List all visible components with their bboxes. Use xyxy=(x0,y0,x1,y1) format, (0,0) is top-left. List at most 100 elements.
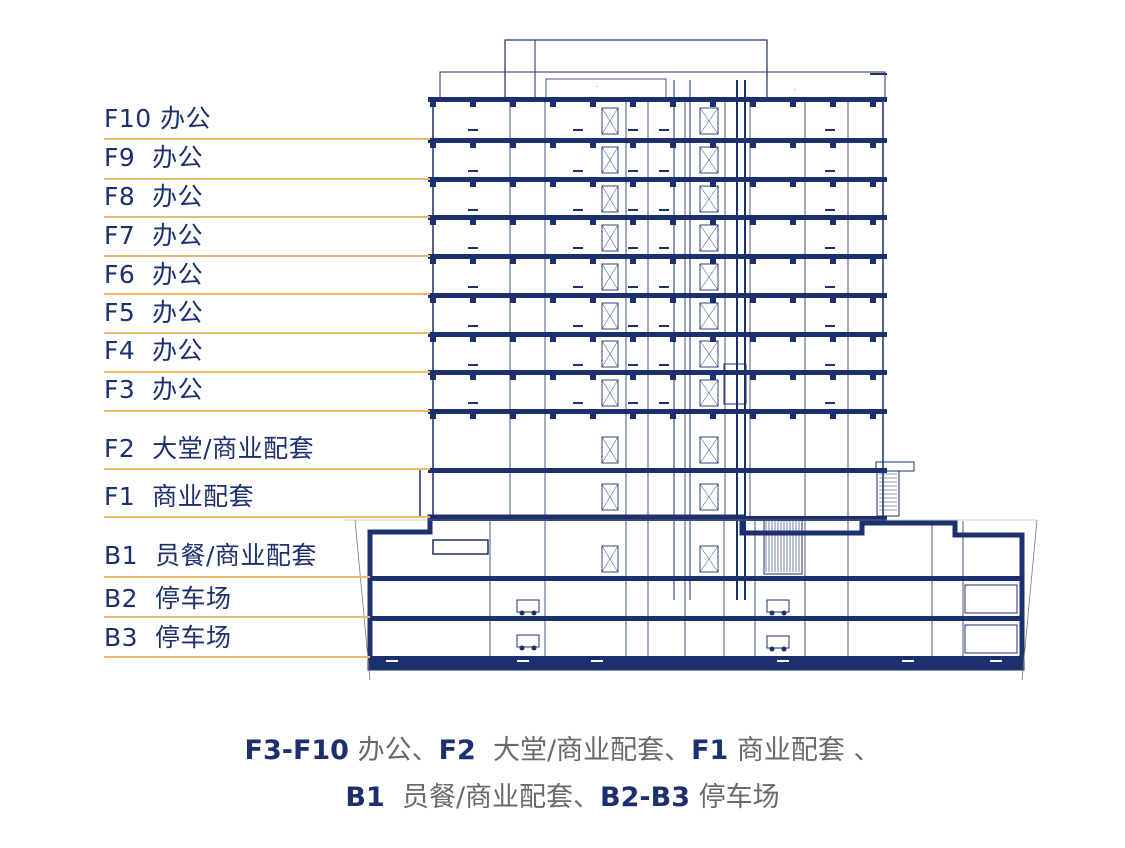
door-a-10 xyxy=(601,545,619,573)
b2-room xyxy=(964,584,1018,614)
line-17 xyxy=(601,263,619,291)
leader-line-f10 xyxy=(104,138,430,140)
beam xyxy=(830,298,836,303)
leader-line-f8 xyxy=(104,216,430,218)
wheel xyxy=(781,610,787,616)
room-tag-b xyxy=(573,170,583,172)
beam xyxy=(670,220,676,225)
floor-label-b2: B2 停车场 xyxy=(104,584,232,613)
leader-line-b1 xyxy=(104,576,370,578)
beam xyxy=(550,143,556,148)
beam xyxy=(590,259,596,264)
beam xyxy=(470,143,476,148)
beam xyxy=(510,414,516,419)
slab-3 xyxy=(428,215,887,220)
line-31 xyxy=(699,379,719,407)
leader-line-f4 xyxy=(104,371,430,373)
beam xyxy=(630,143,636,148)
beam xyxy=(510,259,516,264)
car-3 xyxy=(766,635,790,649)
beam xyxy=(750,102,756,107)
beam xyxy=(550,337,556,342)
line-11 xyxy=(699,185,719,213)
beam xyxy=(630,414,636,419)
beam xyxy=(630,298,636,303)
room-tag-d xyxy=(659,209,669,211)
beam xyxy=(750,143,756,148)
line-41 xyxy=(601,545,619,573)
floor-label-b3: B3 停车场 xyxy=(104,623,232,652)
beam xyxy=(790,298,796,303)
beam xyxy=(550,220,556,225)
door-b-7 xyxy=(699,379,719,407)
slab-6 xyxy=(428,332,887,337)
caption-line-1: F3-F10 办公、F2 大堂/商业配套、F1 商业配套 、 xyxy=(0,737,1125,764)
slab-b1 xyxy=(370,576,1022,581)
car-1 xyxy=(516,634,540,648)
floor-label-f4: F4 办公 xyxy=(104,336,204,365)
line-33 xyxy=(601,436,619,464)
line-13 xyxy=(601,224,619,252)
beam xyxy=(870,337,876,342)
door-a-0 xyxy=(601,107,619,135)
beam xyxy=(630,259,636,264)
caption1-part-2: F2 xyxy=(438,735,476,766)
slab-4 xyxy=(428,254,887,259)
line-23 xyxy=(699,302,719,330)
door-b-9 xyxy=(699,483,719,511)
room-tag-c xyxy=(628,402,638,404)
beam xyxy=(750,414,756,419)
room-tag-b xyxy=(573,364,583,366)
beam xyxy=(710,143,716,148)
beam xyxy=(710,414,716,419)
pit-tag-f xyxy=(990,660,1002,662)
floor-label-b1: B1 员餐/商业配套 xyxy=(104,541,317,570)
door-a-8 xyxy=(601,436,619,464)
beam xyxy=(870,102,876,107)
beam xyxy=(870,182,876,187)
wheel xyxy=(531,610,537,616)
line-3 xyxy=(699,107,719,135)
room-tag-c xyxy=(628,170,638,172)
beam xyxy=(670,375,676,380)
line-21 xyxy=(601,302,619,330)
room-tag-c xyxy=(628,364,638,366)
beam xyxy=(710,298,716,303)
room-tag-a xyxy=(468,209,478,211)
slab-5 xyxy=(428,293,887,298)
beam xyxy=(870,220,876,225)
beam xyxy=(790,375,796,380)
beam xyxy=(710,220,716,225)
line-29 xyxy=(601,379,619,407)
floor-label-f2: F2 大堂/商业配套 xyxy=(104,434,315,463)
beam xyxy=(630,220,636,225)
beam xyxy=(630,375,636,380)
room-tag-c xyxy=(628,129,638,131)
leader-line-f7 xyxy=(104,255,430,257)
beam xyxy=(830,375,836,380)
room-tag-a xyxy=(468,364,478,366)
floor-label-f10: F10 办公 xyxy=(104,104,212,133)
beam xyxy=(750,220,756,225)
door-a-9 xyxy=(601,483,619,511)
beam xyxy=(790,259,796,264)
beam xyxy=(710,182,716,187)
beam xyxy=(470,298,476,303)
door-b-6 xyxy=(699,340,719,368)
line-9 xyxy=(601,185,619,213)
pit-tag-b xyxy=(517,660,529,662)
room-tag-d xyxy=(659,170,669,172)
room-tag-e xyxy=(825,170,835,172)
floor-label-f7: F7 办公 xyxy=(104,221,204,250)
car-0 xyxy=(516,599,540,613)
caption1-part-5: 商业配套 、 xyxy=(728,735,881,766)
room-tag-d xyxy=(659,364,669,366)
retaining-left xyxy=(354,519,371,681)
room-tag-b xyxy=(573,129,583,131)
slab-8 xyxy=(428,409,887,414)
caption1-part-4: F1 xyxy=(691,735,729,766)
beam xyxy=(670,414,676,419)
beam xyxy=(710,259,716,264)
wheel xyxy=(519,645,525,651)
beam xyxy=(510,102,516,107)
